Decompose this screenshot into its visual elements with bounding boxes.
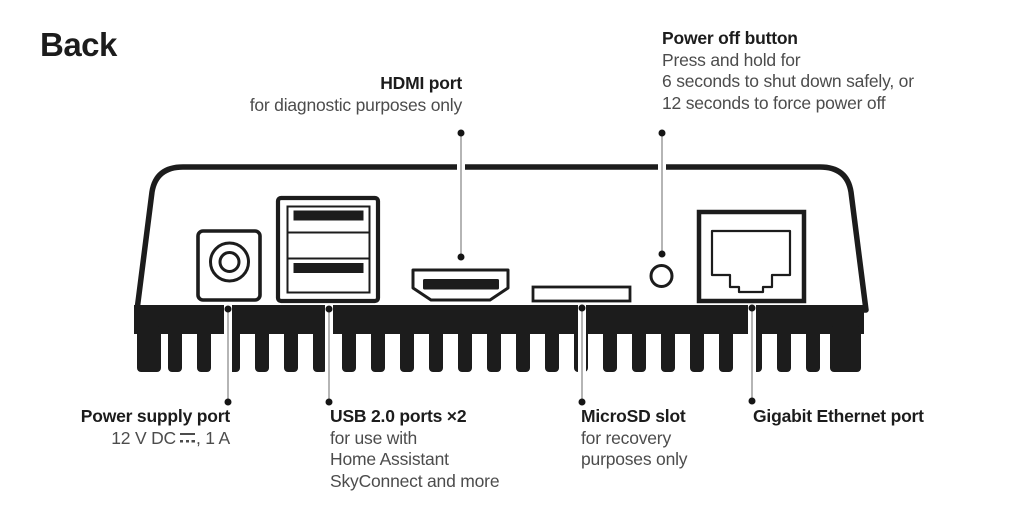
usb-description-line: SkyConnect and more bbox=[330, 470, 500, 491]
callout-ethernet-port: Gigabit Ethernet port bbox=[753, 406, 924, 428]
page-title: Back bbox=[40, 26, 117, 63]
power-supply-port-icon bbox=[196, 229, 262, 302]
usb-description-line: for use with bbox=[330, 427, 418, 448]
microsd-description-line: for recovery bbox=[581, 427, 671, 448]
callout-hdmi-port: HDMI port for diagnostic purposes only bbox=[249, 73, 463, 116]
hdmi-port-label: HDMI port bbox=[380, 73, 462, 93]
power-supply-port-label: Power supply port bbox=[80, 406, 230, 426]
power-supply-spec: 12 V DC , 1 A bbox=[81, 428, 230, 450]
dc-symbol-icon bbox=[179, 432, 195, 444]
power-supply-spec-current: , 1 A bbox=[195, 427, 230, 448]
microsd-description-line: purposes only bbox=[581, 449, 688, 470]
hdmi-port-icon bbox=[411, 268, 510, 302]
usb-description-line: Home Assistant bbox=[330, 449, 449, 470]
leader-dots bbox=[224, 129, 756, 406]
leader-lines bbox=[227, 133, 753, 402]
callout-microsd-slot: MicroSD slot for recovery purposes only bbox=[581, 406, 688, 471]
callout-usb-ports: USB 2.0 ports ×2 for use with Home Assis… bbox=[330, 406, 500, 492]
ethernet-port-icon bbox=[696, 209, 807, 304]
power-supply-spec-voltage: 12 V DC bbox=[111, 427, 176, 448]
hdmi-port-description: for diagnostic purposes only bbox=[249, 94, 463, 115]
power-off-button-label: Power off button bbox=[662, 28, 798, 48]
ethernet-port-label: Gigabit Ethernet port bbox=[753, 406, 924, 426]
heatsink-fins bbox=[134, 305, 864, 376]
callout-power-off-button: Power off button Press and hold for 6 se… bbox=[662, 28, 914, 114]
microsd-slot-label: MicroSD slot bbox=[581, 406, 686, 426]
microsd-slot-icon bbox=[531, 285, 632, 303]
usb-ports-icon bbox=[275, 195, 381, 304]
power-off-description-line: 6 seconds to shut down safely, or bbox=[662, 71, 914, 92]
power-off-button-icon bbox=[649, 264, 674, 288]
usb-ports-label: USB 2.0 ports ×2 bbox=[330, 406, 467, 426]
power-off-description-line: 12 seconds to force power off bbox=[662, 92, 886, 113]
callout-power-supply-port: Power supply port 12 V DC , 1 A bbox=[81, 406, 230, 449]
power-off-description-line: Press and hold for bbox=[662, 49, 801, 70]
